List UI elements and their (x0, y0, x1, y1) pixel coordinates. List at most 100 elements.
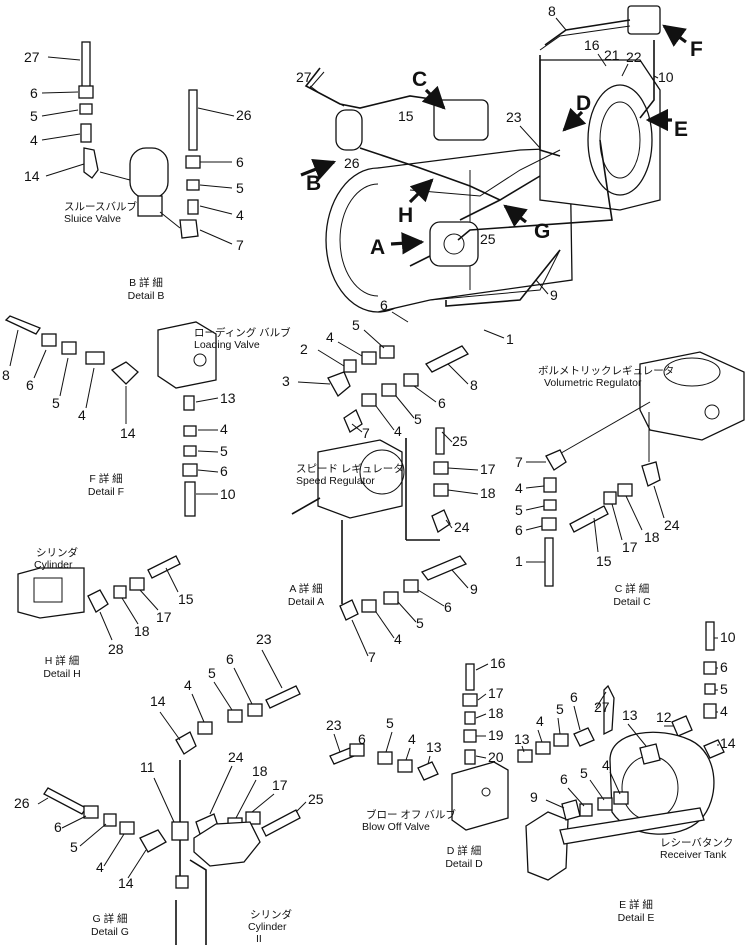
part-callout-18: 18 (488, 705, 504, 721)
view-label-d: D (576, 92, 591, 115)
part-callout-1: 1 (515, 553, 523, 569)
part-callout-9: 9 (530, 789, 538, 805)
part-callout-16: 16 (490, 655, 506, 671)
part-callout-9: 9 (470, 581, 478, 597)
part-callout-24: 24 (454, 519, 470, 535)
part-callout-26: 26 (236, 107, 252, 123)
part-callout-5: 5 (556, 701, 564, 717)
detail-b: 27 6 5 4 14 26 6 5 4 7 スルースバルブ Sluice Va… (24, 41, 252, 302)
part-callout-6: 6 (720, 659, 728, 675)
volumetric-regulator-label-jp: ボルメトリックレギュレータ (538, 365, 674, 377)
detail-e-caption-jp: E 詳 細 (619, 898, 653, 911)
detail-h: 28 18 17 15 シリンダ Cylinder H 詳 細 Detail H (17, 546, 194, 680)
part-callout-6: 6 (444, 599, 452, 615)
detail-d-caption: Detail D (445, 858, 483, 870)
part-callout-26: 26 (14, 795, 30, 811)
part-callout-10: 10 (220, 486, 236, 502)
part-callout-6: 6 (30, 85, 38, 101)
blow-off-valve-label-jp: ブロー オフ バルブ (366, 808, 456, 821)
part-callout-5: 5 (220, 443, 228, 459)
part-callout-8: 8 (470, 377, 478, 393)
view-label-c: C (412, 68, 427, 91)
part-callout-22: 22 (626, 49, 642, 65)
main-callouts: 27 15 26 23 8 16 21 22 10 25 9 1 6 (296, 3, 674, 347)
part-callout-12: 12 (656, 709, 672, 725)
part-callout-18: 18 (134, 623, 150, 639)
detail-c-caption-jp: C 詳 細 (615, 582, 649, 595)
part-callout-13: 13 (426, 739, 442, 755)
detail-g: 26 6 5 4 14 11 14 4 5 6 23 24 18 17 25 シ… (14, 631, 324, 945)
part-callout-6: 6 (358, 731, 366, 747)
detail-a-caption-jp: A 詳 細 (289, 582, 322, 595)
part-callout-4: 4 (78, 407, 86, 423)
part-callout-17: 17 (488, 685, 504, 701)
part-callout-5: 5 (70, 839, 78, 855)
detail-h-caption: Detail H (43, 668, 80, 680)
part-callout-17: 17 (272, 777, 288, 793)
part-callout-10: 10 (720, 629, 736, 645)
part-callout-17: 17 (622, 539, 638, 555)
part-callout-27: 27 (24, 49, 40, 65)
part-callout-19: 19 (488, 727, 504, 743)
part-callout-4: 4 (515, 480, 523, 496)
detail-d: 23 6 5 4 13 16 17 18 19 20 ブロー オフ バルブ Bl… (326, 655, 509, 870)
part-callout-4: 4 (30, 132, 38, 148)
blow-off-valve-label: Blow Off Valve (362, 821, 430, 833)
part-callout-5: 5 (416, 615, 424, 631)
part-callout-14: 14 (24, 168, 40, 184)
part-callout-6: 6 (26, 377, 34, 393)
part-callout-4: 4 (220, 421, 228, 437)
view-label-b: B (306, 172, 321, 195)
part-callout-25: 25 (452, 433, 468, 449)
part-callout-25: 25 (480, 231, 496, 247)
detail-c: 7 4 5 6 1 15 17 18 24 ボルメトリックレギュレータ Volu… (515, 351, 745, 608)
part-callout-7: 7 (368, 649, 376, 665)
part-callout-8: 8 (548, 3, 556, 19)
detail-a-caption: Detail A (288, 596, 324, 608)
part-callout-3: 3 (282, 373, 290, 389)
part-callout-5: 5 (580, 765, 588, 781)
view-label-a: A (370, 236, 385, 259)
part-callout-15: 15 (596, 553, 612, 569)
part-callout-28: 28 (108, 641, 124, 657)
part-callout-7: 7 (515, 454, 523, 470)
part-callout-6: 6 (54, 819, 62, 835)
detail-g-caption-jp: G 詳 細 (92, 912, 127, 925)
speed-regulator-label: Speed Regulator (296, 475, 375, 487)
part-callout-15: 15 (178, 591, 194, 607)
part-callout-7: 7 (362, 425, 370, 441)
part-callout-24: 24 (228, 749, 244, 765)
part-callout-5: 5 (515, 502, 523, 518)
part-callout-1: 1 (506, 331, 514, 347)
volumetric-regulator-label: Volumetric Regulator (544, 377, 642, 389)
part-callout-4: 4 (184, 677, 192, 693)
part-callout-6: 6 (515, 522, 523, 538)
part-callout-5: 5 (236, 180, 244, 196)
part-callout-18: 18 (644, 529, 660, 545)
part-callout-4: 4 (394, 631, 402, 647)
part-callout-14: 14 (720, 735, 736, 751)
detail-g-caption: Detail G (91, 926, 129, 938)
cylinder-g-label-jp: シリンダ (250, 908, 292, 921)
detail-b-caption: Detail B (128, 290, 165, 302)
view-label-h: H (398, 204, 413, 227)
part-callout-5: 5 (414, 411, 422, 427)
part-callout-7: 7 (236, 237, 244, 253)
part-callout-6: 6 (570, 689, 578, 705)
part-callout-4: 4 (536, 713, 544, 729)
part-callout-4: 4 (394, 423, 402, 439)
part-callout-13: 13 (220, 390, 236, 406)
part-callout-23: 23 (256, 631, 272, 647)
detail-f: 8 6 5 4 14 13 4 5 6 10 ローディング バルブ Loadin… (2, 315, 291, 517)
part-callout-8: 8 (2, 367, 10, 383)
receiver-tank-label: Receiver Tank (660, 849, 727, 861)
part-callout-17: 17 (156, 609, 172, 625)
sluice-valve-label: Sluice Valve (64, 213, 121, 225)
receiver-tank-label-jp: レシーバタンク (660, 837, 733, 849)
loading-valve-label-jp: ローディング バルブ (194, 326, 291, 339)
part-callout-23: 23 (506, 109, 522, 125)
detail-a: 2 3 4 5 8 6 5 4 7 25 17 18 24 9 6 5 4 7 … (282, 317, 496, 665)
part-callout-4: 4 (236, 207, 244, 223)
part-callout-4: 4 (96, 859, 104, 875)
